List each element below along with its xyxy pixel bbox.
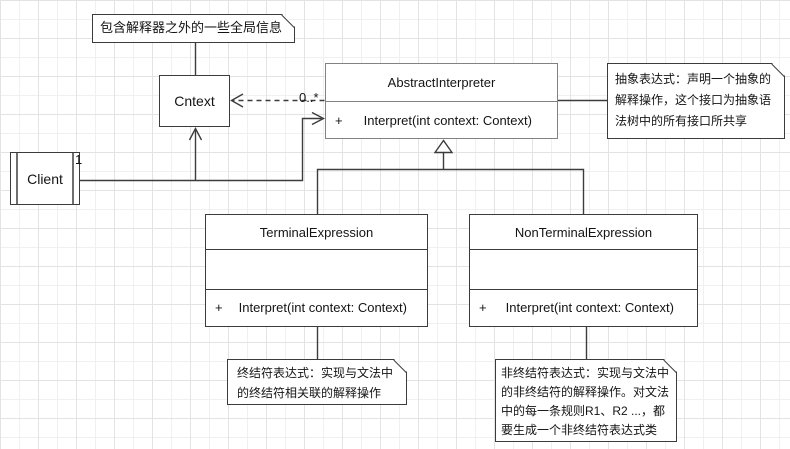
class-attributes-empty — [470, 249, 697, 289]
open-arrowhead-icon — [188, 126, 203, 141]
visibility-plus-icon: + — [215, 299, 223, 315]
active-class-rail-right — [71, 153, 74, 204]
class-method-row: + Interpret(int context: Context) — [470, 289, 697, 324]
method-signature: Interpret(int context: Context) — [505, 299, 674, 315]
association-client-to-context[interactable] — [188, 126, 203, 181]
open-arrowhead-icon — [311, 111, 326, 126]
class-nonterminal-expression[interactable]: NonTerminalExpression + Interpret(int co… — [469, 214, 698, 327]
class-client[interactable]: Client — [10, 152, 80, 205]
note-abstract-expression[interactable]: 抽象表达式：声明一个抽象的解释操作，这个接口为抽象语法树中的所有接口所共享 — [607, 63, 785, 139]
note-text: 包含解释器之外的一些全局信息 — [100, 20, 283, 35]
hollow-triangle-arrowhead-icon — [433, 139, 454, 154]
class-method-row: + Interpret(int context: Context) — [326, 101, 557, 139]
class-title: AbstractInterpreter — [387, 75, 496, 90]
association-client-to-abstractinterpreter[interactable] — [80, 111, 326, 182]
multiplicity-label-one: 1 — [75, 152, 83, 167]
class-title: TerminalExpression — [259, 224, 374, 240]
note-nonterminal-expression[interactable]: 非终结符表达式：实现与文法中的非终结符的解释操作。对文法中的每一条规则R1、R2… — [495, 359, 677, 442]
method-signature: Interpret(int context: Context) — [238, 299, 407, 315]
class-terminal-expression[interactable]: TerminalExpression + Interpret(int conte… — [205, 214, 428, 327]
class-abstract-interpreter[interactable]: AbstractInterpreter + Interpret(int cont… — [325, 63, 558, 139]
class-method-row: + Interpret(int context: Context) — [206, 289, 427, 324]
visibility-plus-icon: + — [479, 299, 487, 315]
multiplicity-label-many: 0..* — [299, 90, 319, 105]
class-context[interactable]: Cntext — [159, 75, 230, 127]
class-attributes-empty — [206, 249, 427, 289]
dependency-abstractinterpreter-to-context[interactable] — [230, 93, 325, 108]
note-terminal-expression[interactable]: 终结符表达式：实现与文法中的终结符相关联的解释操作 — [227, 359, 407, 405]
note-text: 非终结符表达式：实现与文法中的非终结符的解释操作。对文法中的每一条规则R1、R2… — [501, 366, 670, 437]
active-class-rail-left — [16, 153, 19, 204]
visibility-plus-icon: + — [335, 113, 343, 128]
generalization-expressions-to-abstractinterpreter[interactable] — [316, 139, 585, 215]
method-signature: Interpret(int context: Context) — [363, 113, 532, 128]
note-text: 终结符表达式：实现与文法中的终结符相关联的解释操作 — [237, 366, 394, 400]
note-context-info[interactable]: 包含解释器之外的一些全局信息 — [92, 14, 295, 43]
class-title: NonTerminalExpression — [514, 224, 653, 240]
class-title: Client — [27, 170, 63, 187]
class-title: Cntext — [174, 93, 215, 109]
note-text: 抽象表达式：声明一个抽象的解释操作，这个接口为抽象语法树中的所有接口所共享 — [615, 72, 772, 128]
open-arrowhead-icon — [230, 93, 244, 108]
